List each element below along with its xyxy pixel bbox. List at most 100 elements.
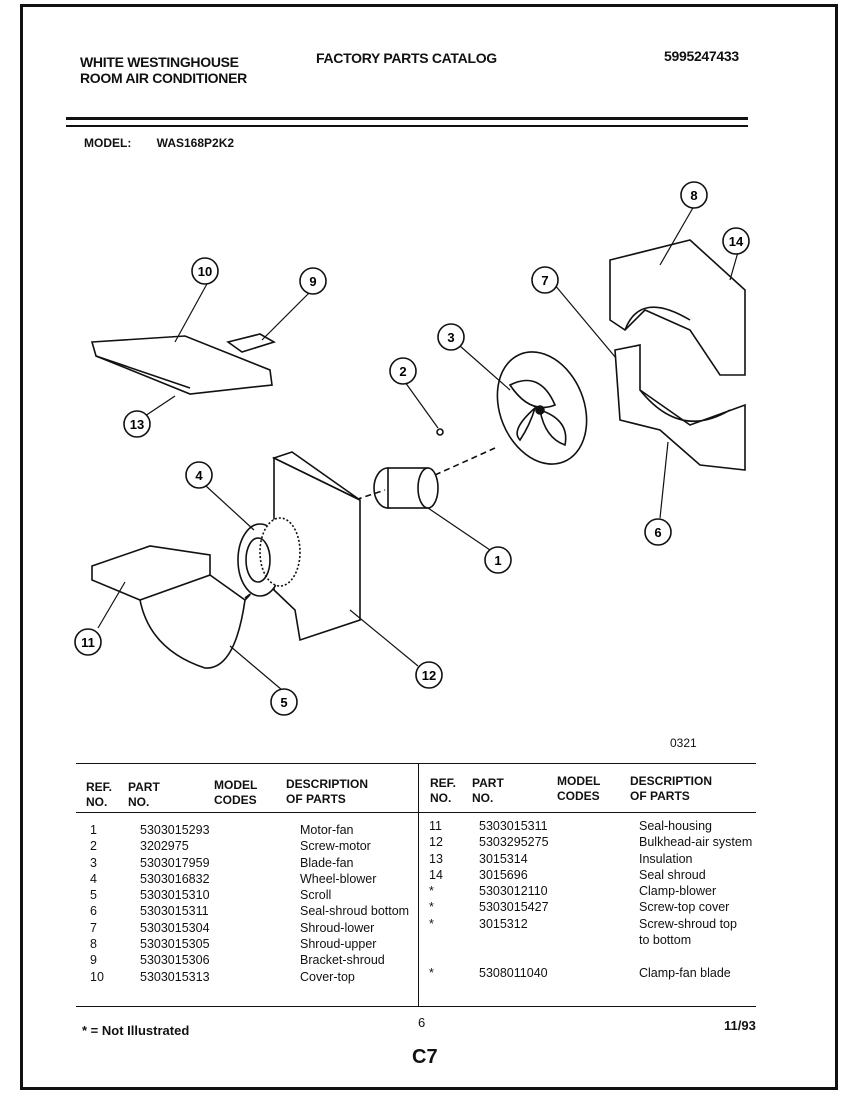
ref-no: 3 [90, 855, 97, 870]
description: to bottom [639, 933, 692, 948]
callout-9: 9 [299, 267, 327, 295]
callout-1: 1 [484, 546, 512, 574]
svg-text:2: 2 [399, 364, 406, 379]
svg-text:10: 10 [198, 264, 212, 279]
callout-11: 11 [74, 628, 102, 656]
header-rule-thin [66, 125, 748, 127]
header-part-left: PART NO. [128, 780, 160, 809]
ref-no: 1 [90, 823, 97, 837]
part-no: 5303017959 [140, 855, 210, 870]
callout-13: 13 [123, 410, 151, 438]
header-model-right: MODEL CODES [557, 774, 601, 803]
model-label: MODEL: [84, 136, 132, 150]
table-top-rule [76, 763, 756, 764]
ref-no: 13 [429, 851, 443, 866]
model-value: WAS168P2K2 [156, 136, 235, 150]
part-no: 5303015310 [140, 888, 210, 903]
table-row [425, 948, 752, 964]
table-row: 12 5303295275 Bulkhead-air system [425, 834, 752, 850]
callout-8: 8 [680, 181, 708, 209]
svg-text:6: 6 [654, 525, 661, 540]
catalog-number: 5995247433 [664, 48, 739, 64]
motor-fan-part [279, 447, 496, 526]
cover-top-part [90, 335, 273, 395]
wheel-blower-part [237, 517, 301, 597]
description: Seal-housing [639, 819, 712, 833]
callout-4: 4 [185, 461, 213, 489]
part-no: 5303015293 [140, 823, 210, 837]
description: Screw-top cover [639, 900, 730, 915]
description: Cover-top [300, 969, 355, 984]
description: Scroll [300, 888, 332, 903]
description: Clamp-blower [639, 884, 717, 899]
ref-no: 11 [429, 819, 442, 833]
ref-no: 9 [90, 953, 97, 968]
leader-lines [97, 205, 739, 691]
table-row: 3 5303017959 Blade-fan [86, 855, 409, 871]
catalog-title: FACTORY PARTS CATALOG [316, 50, 497, 66]
ref-no: 4 [90, 871, 97, 886]
description: Seal shroud [639, 867, 706, 882]
ref-no: * [429, 900, 434, 915]
part-no: 3015696 [479, 867, 528, 882]
description: Motor-fan [300, 823, 354, 837]
ref-no: 10 [90, 969, 104, 984]
part-no [479, 932, 639, 948]
callout-14: 14 [722, 227, 750, 255]
part-no [479, 948, 639, 964]
svg-text:3: 3 [447, 330, 454, 345]
callout-3: 3 [437, 323, 465, 351]
svg-text:9: 9 [309, 274, 316, 289]
part-no: 5303295275 [479, 835, 549, 850]
exploded-parts-diagram: 1 2 3 4 5 6 7 8 9 10 11 12 13 14 [74, 181, 750, 716]
description: Blade-fan [300, 855, 354, 870]
callout-12: 12 [415, 661, 443, 689]
drawing-code: 0321 [670, 736, 697, 750]
part-no: 3015314 [479, 851, 528, 866]
not-illustrated-note: * = Not Illustrated [82, 1023, 190, 1038]
ref-no: 12 [429, 835, 443, 850]
part-no: 5303012110 [479, 884, 548, 899]
table-divider [418, 764, 419, 1007]
description: Seal-shroud bottom [300, 904, 410, 919]
header-desc-left: DESCRIPTION OF PARTS [286, 777, 369, 806]
description: Bulkhead-air system [639, 835, 753, 850]
blade-fan-part [496, 351, 588, 465]
parts-list-left: 1 5303015293 Motor-fan 2 3202975 Screw-motor… [86, 822, 409, 985]
print-date: 11/93 [724, 1018, 756, 1033]
part-no: 5303015306 [140, 953, 210, 968]
description: Clamp-fan blade [639, 965, 731, 980]
part-no: 3015312 [479, 916, 528, 931]
header-rule [66, 117, 748, 120]
table-bottom-rule [76, 1006, 756, 1007]
brand-line-2: ROOM AIR CONDITIONER [80, 70, 247, 86]
ref-no: 2 [90, 839, 97, 854]
header-desc-right: DESCRIPTION OF PARTS [630, 774, 713, 803]
part-no: 5308011040 [479, 965, 548, 980]
section-code: C7 [412, 1046, 438, 1068]
svg-text:4: 4 [195, 468, 203, 483]
description: Bracket-shroud [300, 953, 385, 968]
table-row: 1 5303015293 Motor-fan [86, 822, 409, 838]
part-no: 3202975 [140, 839, 189, 854]
table-header-rule [76, 812, 756, 813]
bulkhead-part [271, 451, 361, 642]
svg-text:14: 14 [729, 234, 744, 249]
ref-no [425, 948, 479, 964]
description: Screw-motor [300, 839, 371, 854]
ref-no: 8 [90, 937, 97, 952]
